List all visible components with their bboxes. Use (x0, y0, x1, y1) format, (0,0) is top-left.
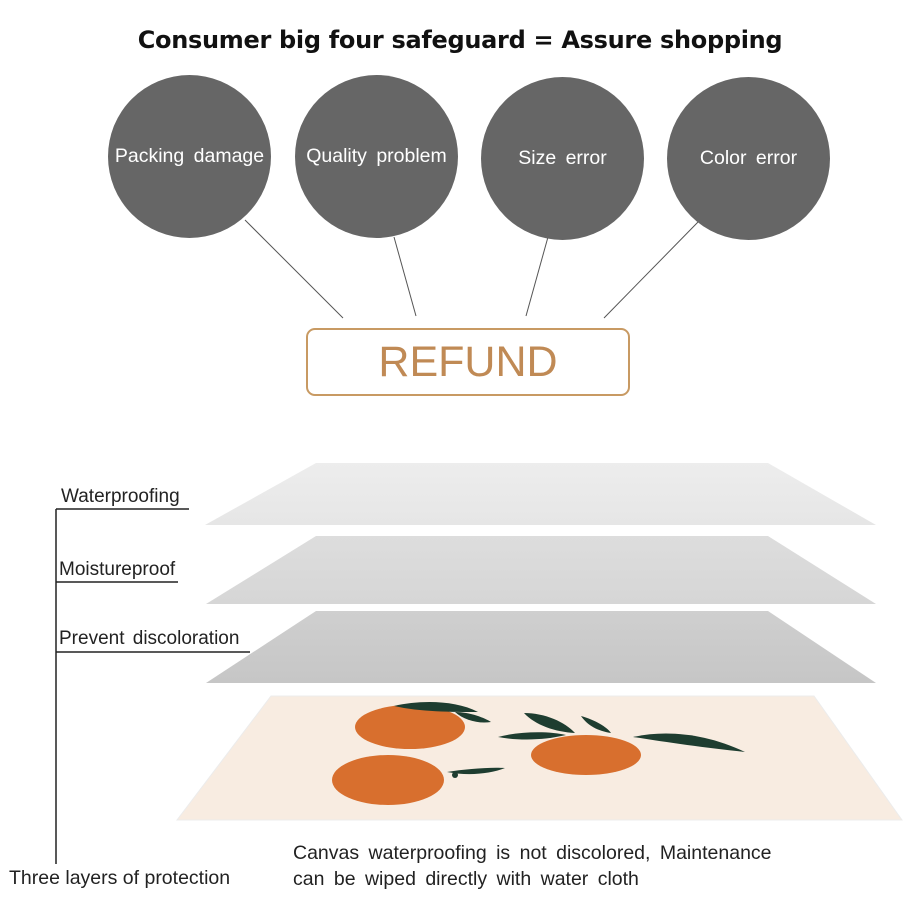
refund-box: REFUND (306, 328, 630, 396)
circle-packing-damage: Packing damage (108, 75, 271, 238)
layer-moistureproof (206, 536, 876, 604)
layer-waterproofing (205, 463, 876, 525)
caption-line-1: Canvas waterproofing is not discolored, … (293, 842, 772, 864)
circle-label: Color error (699, 147, 798, 169)
layer-label-prevent-discoloration: Prevent discoloration (59, 628, 240, 649)
circle-label: Quality problem (306, 145, 447, 167)
circle-size-error: Size error (481, 77, 644, 240)
orange-illustration (332, 702, 745, 805)
caption-line-2: can be wiped directly with water cloth (293, 868, 639, 890)
circle-label: Packing damage (114, 145, 265, 167)
page-title: Consumer big four safeguard = Assure sho… (137, 26, 783, 54)
refund-label: REFUND (378, 337, 558, 386)
layer-prevent-discoloration (206, 611, 876, 683)
layer-label-waterproofing: Waterproofing (61, 486, 180, 507)
circle-quality-problem: Quality problem (295, 75, 458, 238)
circle-label: Size error (518, 147, 607, 169)
circle-color-error: Color error (667, 77, 830, 240)
layer-label-moistureproof: Moistureproof (59, 559, 176, 580)
side-label: Three layers of protection (9, 867, 231, 889)
layer-bracket (55, 508, 250, 864)
caption: Canvas waterproofing is not discolored, … (293, 840, 772, 892)
